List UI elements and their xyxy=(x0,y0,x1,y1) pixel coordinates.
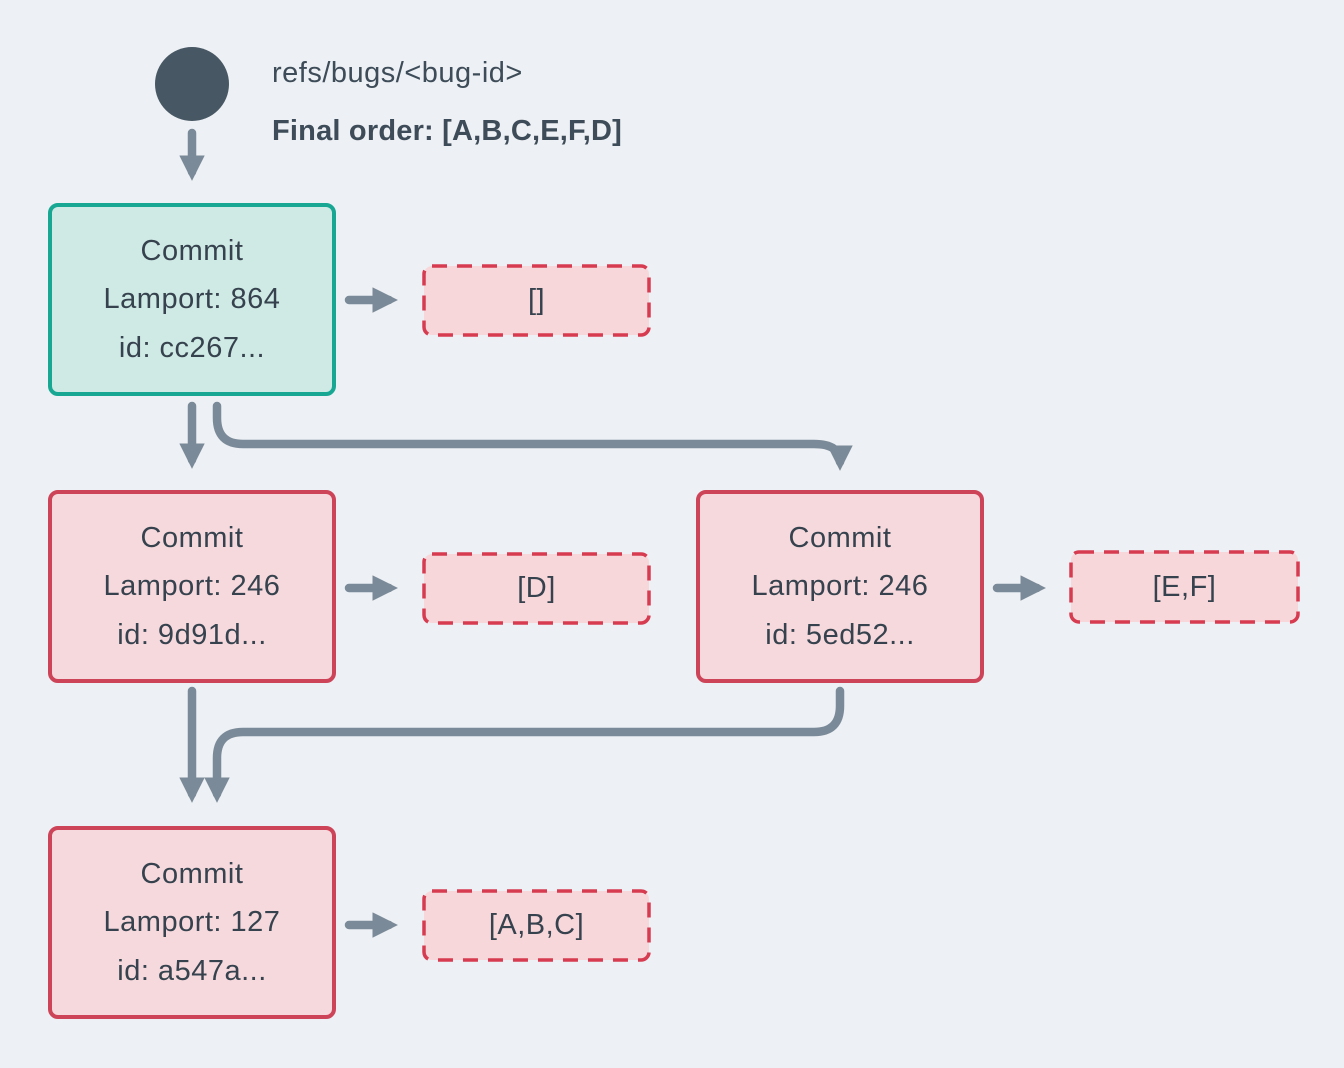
commit-title: Commit xyxy=(140,234,244,267)
final-order-label: Final order: [A,B,C,E,F,D] xyxy=(272,114,622,147)
ops-box-merge xyxy=(422,889,651,962)
arrow-right-to-merge xyxy=(204,686,845,803)
ops-box-root xyxy=(422,264,651,337)
commit-id: id: a547a... xyxy=(117,954,267,987)
commit-node-right: Commit Lamport: 246 id: 5ed52... xyxy=(696,490,984,683)
commit-lamport: Lamport: 127 xyxy=(103,906,281,939)
ops-label-right: [E,F] xyxy=(1152,570,1217,603)
commit-lamport: Lamport: 246 xyxy=(751,570,929,603)
commit-lamport: Lamport: 246 xyxy=(103,570,281,603)
arrow-root-to-right xyxy=(212,401,853,471)
commit-title: Commit xyxy=(140,521,244,554)
commit-title: Commit xyxy=(140,857,244,890)
ref-name-label: refs/bugs/<bug-id> xyxy=(272,56,523,89)
commit-id: id: 5ed52... xyxy=(765,618,915,651)
ops-box-right xyxy=(1069,550,1300,624)
commit-node-merge: Commit Lamport: 127 id: a547a... xyxy=(48,826,336,1019)
commit-title: Commit xyxy=(788,521,892,554)
ref-head-icon xyxy=(155,47,229,121)
ops-box-left xyxy=(422,552,651,625)
ops-label-root: [] xyxy=(527,284,546,316)
commit-id: id: cc267... xyxy=(118,331,266,364)
commit-node-left: Commit Lamport: 246 id: 9d91d... xyxy=(48,490,336,683)
ops-label-merge: [A,B,C] xyxy=(488,909,585,941)
commit-id: id: 9d91d... xyxy=(117,618,267,651)
commit-node-root: Commit Lamport: 864 id: cc267... xyxy=(48,203,336,396)
ops-label-left: [D] xyxy=(517,572,556,604)
commit-lamport: Lamport: 864 xyxy=(103,283,281,316)
